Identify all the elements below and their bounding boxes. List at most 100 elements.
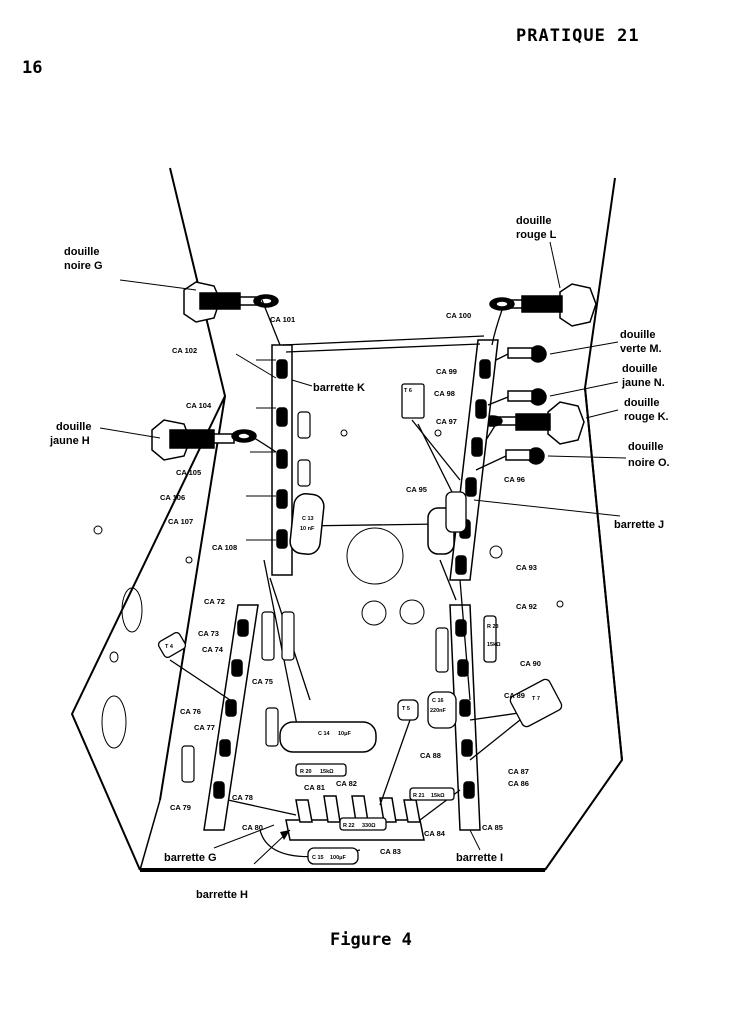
svg-text:verte M.: verte M. bbox=[620, 343, 662, 355]
barrette-h-arrow bbox=[280, 830, 290, 840]
svg-text:barrette G: barrette G bbox=[164, 852, 217, 864]
socket-m bbox=[507, 345, 547, 363]
socket-o bbox=[505, 447, 545, 465]
svg-text:R 21: R 21 bbox=[413, 793, 425, 799]
chassis bbox=[70, 167, 624, 872]
socket-n bbox=[507, 388, 547, 406]
svg-text:CA 79: CA 79 bbox=[170, 803, 191, 812]
svg-text:CA 102: CA 102 bbox=[172, 346, 197, 355]
svg-text:CA 105: CA 105 bbox=[176, 468, 201, 477]
svg-text:barrette J: barrette J bbox=[614, 519, 664, 531]
svg-text:CA 86: CA 86 bbox=[508, 779, 529, 788]
svg-text:CA 85: CA 85 bbox=[482, 823, 503, 832]
svg-text:10 nF: 10 nF bbox=[300, 526, 315, 532]
svg-text:R 22: R 22 bbox=[343, 823, 355, 829]
svg-text:barrette K: barrette K bbox=[313, 382, 365, 394]
svg-text:CA 92: CA 92 bbox=[516, 602, 537, 611]
svg-text:douille: douille bbox=[64, 246, 99, 258]
svg-text:CA 108: CA 108 bbox=[212, 543, 237, 552]
svg-text:douille: douille bbox=[628, 441, 663, 453]
svg-text:T 5: T 5 bbox=[402, 706, 410, 712]
svg-text:15kΩ: 15kΩ bbox=[431, 793, 445, 799]
svg-text:T 6: T 6 bbox=[404, 388, 412, 394]
svg-text:C 14: C 14 bbox=[318, 731, 331, 737]
svg-text:CA 90: CA 90 bbox=[520, 659, 541, 668]
svg-text:C 15: C 15 bbox=[312, 855, 324, 861]
svg-text:R 23: R 23 bbox=[487, 624, 499, 630]
svg-text:CA 78: CA 78 bbox=[232, 793, 253, 802]
capacitor-c-j bbox=[427, 491, 467, 555]
svg-text:CA 96: CA 96 bbox=[504, 475, 525, 484]
svg-text:rouge K.: rouge K. bbox=[624, 411, 669, 423]
capacitor-c14: C 14 10μF bbox=[279, 721, 377, 753]
svg-text:CA 107: CA 107 bbox=[168, 517, 193, 526]
svg-text:330Ω: 330Ω bbox=[362, 823, 376, 829]
svg-text:CA 72: CA 72 bbox=[204, 597, 225, 606]
svg-text:noire G: noire G bbox=[64, 260, 103, 272]
svg-text:15kΩ: 15kΩ bbox=[320, 769, 334, 775]
capacitor-c13: C 13 10 nF bbox=[289, 493, 325, 555]
svg-text:CA 84: CA 84 bbox=[424, 829, 446, 838]
svg-text:T 7: T 7 bbox=[532, 696, 540, 702]
svg-text:CA 104: CA 104 bbox=[186, 401, 212, 410]
svg-text:CA 97: CA 97 bbox=[436, 417, 457, 426]
svg-text:CA 89: CA 89 bbox=[504, 691, 525, 700]
resistor-r21: R 21 15kΩ bbox=[409, 787, 455, 801]
svg-text:barrette H: barrette H bbox=[196, 889, 248, 901]
svg-text:15kΩ: 15kΩ bbox=[487, 642, 501, 648]
page-number: 16 bbox=[22, 58, 43, 78]
svg-text:jaune H: jaune H bbox=[49, 435, 90, 447]
socket-l bbox=[489, 283, 597, 327]
strip-i bbox=[449, 604, 481, 831]
svg-text:noire O.: noire O. bbox=[628, 457, 670, 469]
svg-text:douille: douille bbox=[622, 363, 657, 375]
svg-text:10μF: 10μF bbox=[338, 731, 351, 737]
svg-text:CA 106: CA 106 bbox=[160, 493, 185, 502]
svg-text:CA 81: CA 81 bbox=[304, 783, 325, 792]
socket-h bbox=[151, 419, 257, 461]
resistor-r22: R 22 330Ω bbox=[339, 817, 387, 831]
transistor-t5: T 5 bbox=[397, 699, 419, 721]
svg-text:CA 98: CA 98 bbox=[434, 389, 455, 398]
svg-text:rouge L: rouge L bbox=[516, 229, 557, 241]
resistors-misc bbox=[181, 411, 449, 783]
svg-text:R 20: R 20 bbox=[300, 769, 312, 775]
svg-text:CA 87: CA 87 bbox=[508, 767, 529, 776]
svg-text:douille: douille bbox=[624, 397, 659, 409]
svg-text:C 13: C 13 bbox=[302, 516, 314, 522]
svg-text:CA 88: CA 88 bbox=[420, 751, 441, 760]
transistor-t4: T 4 bbox=[157, 632, 187, 658]
svg-text:CA 93: CA 93 bbox=[516, 563, 537, 572]
svg-text:CA 74: CA 74 bbox=[202, 645, 224, 654]
svg-text:CA 101: CA 101 bbox=[270, 315, 295, 324]
transistor-t7: T 7 bbox=[509, 678, 563, 728]
svg-text:douille: douille bbox=[516, 215, 551, 227]
strip-g bbox=[203, 604, 259, 831]
svg-text:CA 80: CA 80 bbox=[242, 823, 263, 832]
svg-text:barrette I: barrette I bbox=[456, 852, 503, 864]
svg-text:CA 95: CA 95 bbox=[406, 485, 427, 494]
svg-text:CA 82: CA 82 bbox=[336, 779, 357, 788]
socket-g bbox=[183, 281, 279, 323]
svg-text:100μF: 100μF bbox=[330, 855, 347, 861]
svg-text:CA 83: CA 83 bbox=[380, 847, 401, 856]
callout-lines bbox=[99, 241, 627, 865]
transistor-t6: T 6 bbox=[401, 383, 425, 419]
capacitor-c15: C 15 100μF bbox=[307, 847, 359, 865]
strip-k bbox=[246, 344, 293, 576]
main-labels: douille noire G douille jaune H douille … bbox=[49, 215, 670, 901]
resistor-r23: R 23 15kΩ bbox=[483, 615, 501, 663]
svg-text:CA 73: CA 73 bbox=[198, 629, 219, 638]
svg-text:220nF: 220nF bbox=[430, 708, 447, 714]
svg-text:jaune N.: jaune N. bbox=[621, 377, 665, 389]
figure-caption: Figure 4 bbox=[330, 930, 412, 950]
svg-text:C 16: C 16 bbox=[432, 698, 444, 704]
connection-labels: CA 101 CA 102 CA 104 CA 105 CA 106 CA 10… bbox=[160, 311, 541, 856]
svg-text:CA 76: CA 76 bbox=[180, 707, 201, 716]
capacitor-c16: C 16 220nF bbox=[427, 691, 457, 729]
svg-text:CA 99: CA 99 bbox=[436, 367, 457, 376]
svg-text:douille: douille bbox=[56, 421, 91, 433]
svg-text:CA 77: CA 77 bbox=[194, 723, 215, 732]
svg-text:T 4: T 4 bbox=[165, 644, 174, 650]
